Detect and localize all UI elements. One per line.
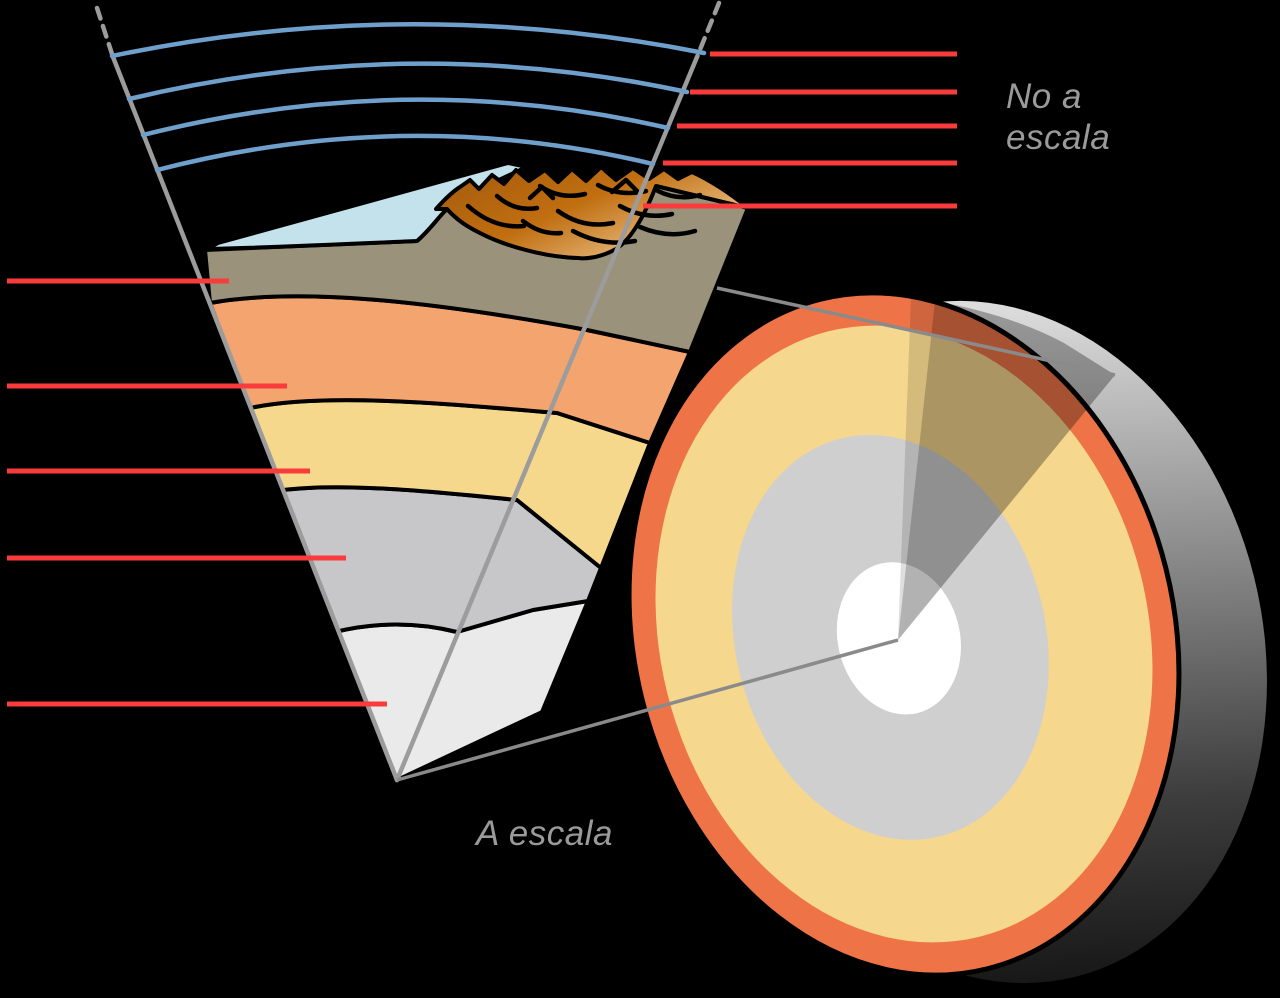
- wedge-left-edge: [110, 54, 400, 783]
- earth-wedge: [94, 0, 750, 783]
- wedge-left-edge-dashed: [94, 5, 116, 60]
- wedge-edges: [94, 0, 722, 783]
- ridge-line: [637, 224, 698, 237]
- ridge-line: [494, 193, 540, 211]
- globe-face: [626, 290, 1182, 978]
- ridge-line: [655, 188, 703, 200]
- leader-lines: [7, 51, 957, 707]
- wedge-globe-connectors: [396, 286, 1116, 782]
- atmosphere-arc-2: [126, 61, 690, 102]
- atmosphere-arc-3: [140, 97, 671, 138]
- ridge-line: [527, 184, 556, 201]
- ridge-line: [520, 218, 564, 236]
- connector-line-top: [716, 286, 1116, 377]
- wedge-mountains: [434, 165, 750, 261]
- globe-cut-sector-light: [898, 297, 935, 640]
- globe-cut-sector-dark: [898, 301, 1115, 640]
- ridge-line: [609, 177, 641, 195]
- globe-inner-core: [836, 562, 961, 715]
- wedge-middle-edge-dashed: [694, 0, 722, 60]
- label-not-to-scale: No a escala: [1006, 77, 1111, 158]
- atmosphere-arcs: [109, 21, 707, 173]
- ridge-line: [570, 228, 638, 245]
- connector-line-bottom: [396, 638, 899, 782]
- mountain-ridge-lines: [465, 177, 703, 245]
- ridge-line: [555, 208, 616, 227]
- ridge-line: [465, 203, 527, 229]
- wedge-middle-edge: [394, 54, 700, 783]
- atmosphere-arc-1: [109, 21, 707, 59]
- ridge-line: [617, 203, 675, 218]
- scale-globe: [626, 290, 1267, 984]
- label-to-scale: A escala: [476, 814, 613, 853]
- atmosphere-arc-4: [154, 133, 656, 173]
